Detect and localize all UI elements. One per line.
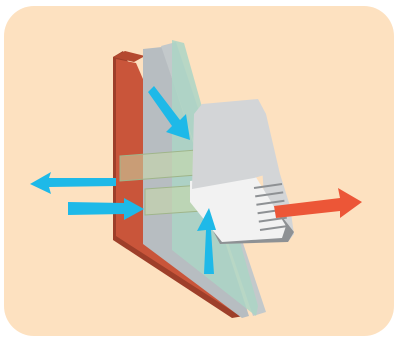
grille-slat — [255, 191, 284, 198]
ventilation-diagram — [4, 6, 394, 336]
airflow-arrow-icon — [274, 188, 362, 218]
airflow-arrow-icon — [68, 198, 144, 220]
grille-slat — [253, 183, 283, 189]
unit-front — [192, 99, 268, 189]
grille-slat — [259, 225, 289, 231]
airflow-arrow-icon — [197, 208, 216, 274]
unit-grille — [253, 183, 289, 231]
diagram-panel — [4, 6, 394, 336]
airflow-arrows — [30, 86, 362, 274]
grille-slat — [256, 199, 285, 206]
airflow-arrow-icon — [148, 86, 190, 140]
grille-slat — [258, 216, 287, 223]
wall-top — [113, 51, 145, 62]
air-conditioner-icon — [190, 99, 294, 244]
airflow-arrow-icon — [30, 172, 116, 194]
